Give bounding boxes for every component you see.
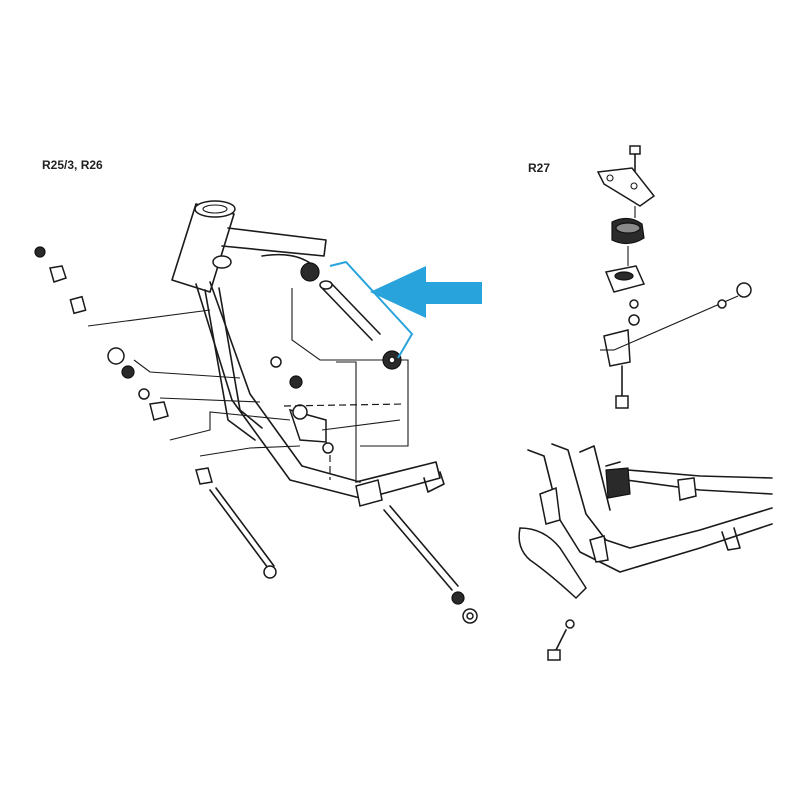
r27-mount-installed [518, 443, 773, 661]
bolts-left [195, 467, 478, 624]
label-right-models: R27 [528, 161, 551, 175]
r27-mount-exploded [596, 145, 752, 409]
hardware-left [34, 246, 334, 454]
highlighted-spacer [300, 262, 402, 370]
assembly-guides [87, 288, 409, 480]
highlight-bracket [329, 260, 414, 359]
frame-left [171, 200, 445, 507]
label-left-models: R25/3, R26 [42, 158, 103, 172]
arrow-left-icon [370, 266, 482, 318]
